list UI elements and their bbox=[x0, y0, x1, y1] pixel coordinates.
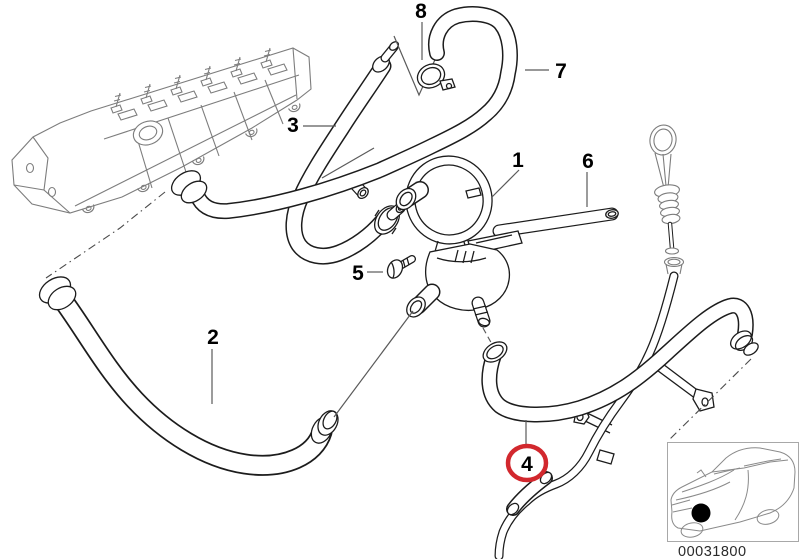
callout-5[interactable]: 5 bbox=[352, 262, 383, 285]
callout-1-label[interactable]: 1 bbox=[512, 149, 524, 172]
callout-3[interactable]: 3 bbox=[287, 114, 336, 137]
callout-3-label[interactable]: 3 bbox=[287, 114, 299, 137]
highlight-ring[interactable] bbox=[505, 443, 549, 483]
callout-4-highlighted[interactable]: 4 bbox=[505, 420, 549, 483]
diagram-code: 00031800 bbox=[678, 544, 747, 559]
location-dot bbox=[691, 503, 711, 523]
screw-drawing bbox=[386, 255, 416, 279]
hose-clamp-drawing bbox=[416, 63, 456, 91]
valve-cover-drawing bbox=[11, 47, 312, 216]
callout-1[interactable]: 1 bbox=[491, 149, 524, 198]
stub-leader-line bbox=[321, 147, 375, 179]
callout-7-label[interactable]: 7 bbox=[555, 60, 567, 83]
car-outline-drawing bbox=[670, 447, 796, 538]
connecting-line-6-drawing bbox=[492, 207, 619, 238]
callout-8-label[interactable]: 8 bbox=[415, 0, 427, 23]
vent-pipe-2-drawing bbox=[38, 276, 414, 476]
inset-pointer-line bbox=[667, 358, 752, 442]
callout-2[interactable]: 2 bbox=[207, 326, 219, 404]
inset-box bbox=[667, 442, 799, 542]
vent-hose-7-drawing bbox=[170, 6, 518, 220]
callout-5-label[interactable]: 5 bbox=[352, 262, 364, 285]
callout-4-label[interactable]: 4 bbox=[521, 453, 533, 476]
position-indicator-line bbox=[45, 191, 166, 279]
callout-2-label[interactable]: 2 bbox=[207, 326, 219, 349]
callout-6[interactable]: 6 bbox=[582, 150, 594, 207]
car-location-inset: 00031800 bbox=[667, 442, 799, 559]
callout-8[interactable]: 8 bbox=[415, 0, 427, 60]
dipstick-drawing bbox=[649, 124, 685, 275]
vent-hose-4-drawing bbox=[481, 297, 759, 423]
vent-hose-3-drawing bbox=[285, 41, 407, 265]
dipstick-guide-tube-drawing bbox=[494, 271, 715, 559]
callout-6-label[interactable]: 6 bbox=[582, 150, 594, 173]
pressure-regulating-valve-drawing bbox=[395, 155, 523, 347]
callout-7[interactable]: 7 bbox=[525, 60, 567, 83]
